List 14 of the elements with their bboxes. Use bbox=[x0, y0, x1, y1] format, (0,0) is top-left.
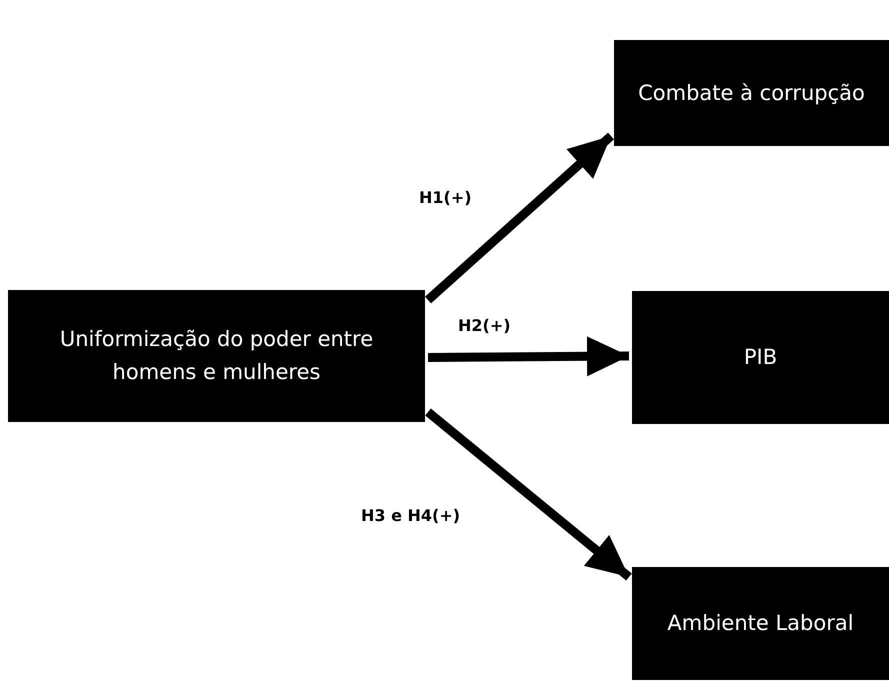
box-label: Combate à corrupção bbox=[638, 80, 865, 107]
box-label: Ambiente Laboral bbox=[667, 610, 854, 638]
edge-label: H2(+) bbox=[458, 316, 511, 335]
edge-label: H1(+) bbox=[419, 188, 472, 207]
process-box bbox=[632, 291, 889, 424]
box-label: Uniformização do poder entre homens e mulheres bbox=[58, 326, 374, 386]
process-box bbox=[614, 40, 889, 146]
arrow bbox=[425, 408, 632, 580]
edge-label: H3 e H4(+) bbox=[361, 506, 460, 525]
box-label: PIB bbox=[744, 344, 778, 372]
arrow bbox=[428, 336, 630, 376]
process-box bbox=[8, 290, 425, 422]
process-box bbox=[632, 567, 889, 680]
arrow bbox=[425, 132, 614, 304]
